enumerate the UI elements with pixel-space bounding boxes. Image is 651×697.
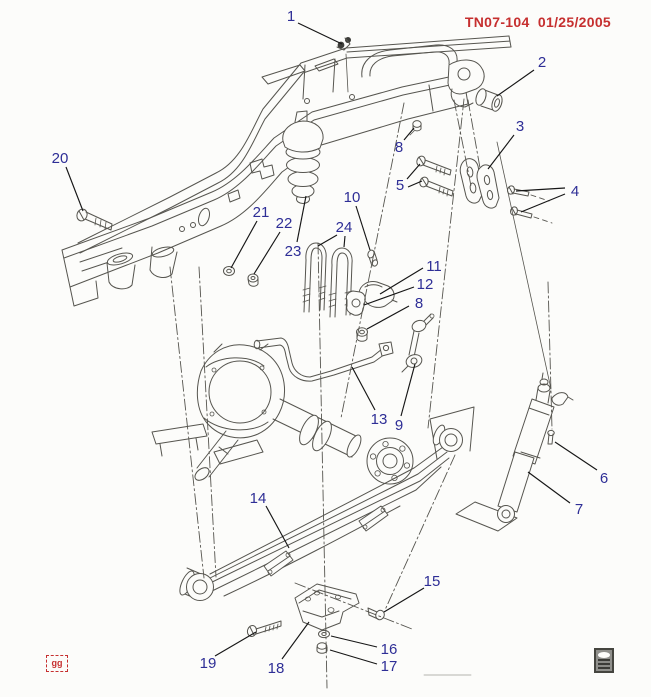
leader-line-1 bbox=[297, 22, 343, 45]
leader-line-23 bbox=[296, 195, 307, 243]
stabilizer-bar bbox=[253, 337, 394, 382]
callout-6: 6 bbox=[600, 470, 608, 487]
stamp-oval bbox=[598, 652, 610, 658]
leader-line-20 bbox=[65, 166, 84, 212]
leader-line-14 bbox=[265, 505, 290, 549]
callout-13: 13 bbox=[371, 411, 388, 428]
leader-line-7 bbox=[527, 471, 571, 504]
leader-line-24 bbox=[343, 235, 346, 248]
callout-20: 20 bbox=[52, 150, 69, 167]
bump-stop bbox=[282, 110, 324, 204]
u-bolts bbox=[302, 242, 353, 318]
callout-12: 12 bbox=[417, 276, 434, 293]
callout-23: 23 bbox=[285, 243, 302, 260]
frame-clip bbox=[336, 37, 351, 51]
callout-4: 4 bbox=[571, 183, 579, 200]
callout-8: 8 bbox=[395, 139, 403, 156]
leader-line-12 bbox=[363, 286, 415, 306]
callout-10: 10 bbox=[344, 189, 361, 206]
callout-19: 19 bbox=[200, 655, 217, 672]
leader-line-11 bbox=[379, 267, 424, 295]
callout-15: 15 bbox=[424, 573, 441, 590]
revision-stamp: gg bbox=[46, 655, 68, 672]
callout-9: 9 bbox=[395, 417, 403, 434]
stamp-grid bbox=[598, 659, 610, 669]
callout-7: 7 bbox=[575, 501, 583, 518]
callout-5: 5 bbox=[396, 177, 404, 194]
leader-line-15 bbox=[383, 587, 425, 613]
callout-8: 8 bbox=[415, 295, 423, 312]
callout-16: 16 bbox=[381, 641, 398, 658]
leader-line-4 bbox=[515, 187, 566, 192]
leader-line-9 bbox=[400, 363, 416, 417]
leader-line-10 bbox=[355, 205, 371, 251]
leader-line-21 bbox=[230, 220, 258, 269]
spring-anchor-plate bbox=[246, 583, 385, 654]
shock-absorber bbox=[455, 372, 574, 532]
leader-line-13 bbox=[351, 366, 376, 411]
leader-line-19 bbox=[214, 631, 257, 657]
callout-14: 14 bbox=[250, 490, 267, 507]
washer-and-nut bbox=[223, 266, 259, 287]
callout-leader-lines bbox=[65, 22, 598, 665]
frame-assembly bbox=[61, 35, 512, 307]
leader-line-17 bbox=[329, 649, 378, 665]
leader-line-5 bbox=[407, 180, 423, 188]
callout-11: 11 bbox=[426, 258, 442, 275]
leader-line-4 bbox=[520, 193, 566, 213]
stabilizer-clamp bbox=[349, 281, 398, 308]
callout-17: 17 bbox=[381, 658, 398, 675]
leader-line-24 bbox=[317, 234, 338, 247]
projection-lines bbox=[169, 98, 553, 689]
callout-1: 1 bbox=[287, 8, 295, 25]
leader-line-3 bbox=[487, 134, 515, 170]
shackle-bushing bbox=[475, 88, 503, 112]
callout-21: 21 bbox=[253, 204, 270, 221]
callout-18: 18 bbox=[268, 660, 285, 677]
drawing-number: TN07-104 01/25/2005 bbox=[464, 14, 611, 30]
leader-line-8 bbox=[403, 127, 415, 141]
catalog-stamp-icon bbox=[594, 648, 614, 673]
leader-line-16 bbox=[330, 635, 378, 648]
stabilizer-link bbox=[401, 313, 435, 373]
callout-3: 3 bbox=[516, 118, 524, 135]
callout-22: 22 bbox=[276, 215, 293, 232]
frame-bolt bbox=[76, 208, 113, 231]
leader-line-22 bbox=[253, 231, 281, 275]
leader-line-8 bbox=[366, 305, 410, 330]
rear-axle-assembly bbox=[151, 343, 414, 485]
callout-24: 24 bbox=[336, 219, 353, 236]
shackle-bolts bbox=[409, 120, 553, 224]
leader-line-6 bbox=[554, 441, 598, 471]
callout-2: 2 bbox=[538, 54, 546, 71]
leader-line-5 bbox=[406, 163, 421, 180]
leader-line-2 bbox=[496, 69, 535, 97]
leader-line-18 bbox=[281, 621, 310, 660]
shackle-plates bbox=[459, 158, 500, 209]
leaf-spring bbox=[179, 406, 475, 601]
